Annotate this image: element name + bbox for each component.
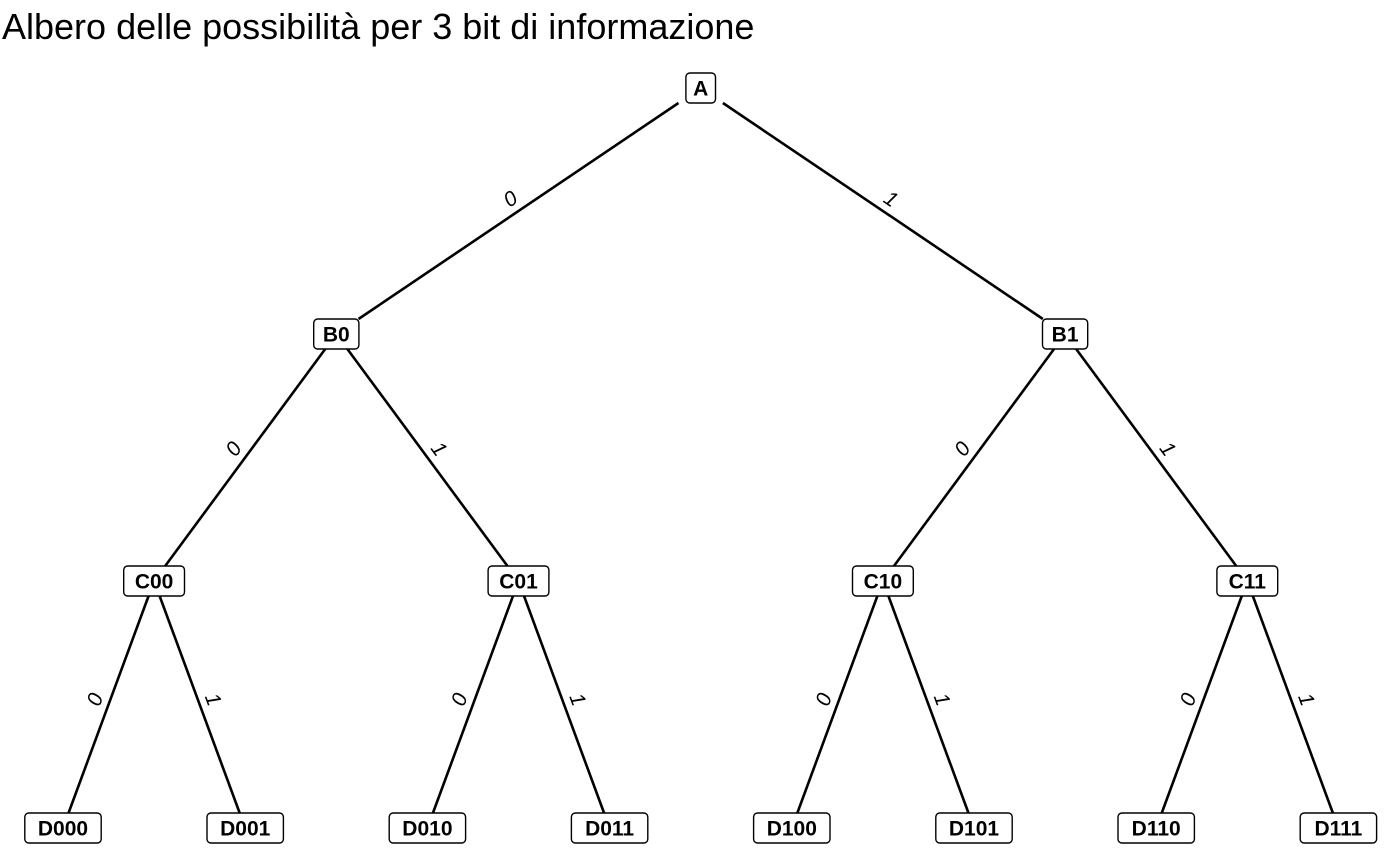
edge-C00-D001 (158, 595, 241, 814)
node-box-D011 (570, 812, 649, 844)
edge-A-B0 (357, 101, 680, 321)
edge-B0-C01 (346, 348, 509, 567)
edge-C10-D101 (887, 595, 970, 814)
edges-layer (67, 101, 1335, 814)
edge-label-C00-D000: 0 (83, 690, 109, 709)
node-label-D110: D110 (1132, 818, 1181, 841)
node-label-D111: D111 (1314, 818, 1362, 841)
node-D111: D111 (1299, 812, 1378, 844)
node-label-D011: D011 (585, 818, 634, 841)
edge-label-C01-D011: 1 (564, 690, 590, 709)
node-box-B0 (313, 318, 360, 350)
node-box-C11 (1216, 565, 1279, 597)
node-D101: D101 (935, 812, 1013, 844)
node-box-D100 (752, 812, 831, 844)
node-box-D000 (24, 812, 102, 844)
edge-B1-C11 (1075, 348, 1238, 567)
node-label-C01: C01 (499, 571, 538, 594)
node-box-D101 (935, 812, 1013, 844)
edge-label-C10-D101: 1 (929, 690, 955, 709)
edge-C01-D010 (431, 595, 515, 814)
node-box-C10 (851, 565, 914, 597)
node-label-D100: D100 (767, 818, 817, 841)
edge-label-C11-D110: 0 (1176, 690, 1202, 709)
node-label-D001: D001 (220, 818, 271, 841)
edge-label-B0-C00: 0 (221, 437, 247, 460)
edge-label-B0-C01: 1 (426, 438, 451, 461)
node-C10: C10 (851, 565, 914, 597)
node-D100: D100 (752, 812, 831, 844)
node-box-B1 (1041, 318, 1089, 350)
edge-C11-D111 (1251, 595, 1335, 814)
node-box-D110 (1117, 812, 1196, 844)
edge-B0-C00 (164, 348, 327, 567)
node-D000: D000 (24, 812, 102, 844)
edge-label-B1-C10: 0 (950, 437, 976, 460)
edge-label-C01-D010: 0 (447, 690, 473, 709)
node-label-C00: C00 (135, 571, 174, 594)
edge-label-C11-D111: 1 (1293, 690, 1319, 709)
edge-C01-D011 (522, 595, 606, 814)
node-box-D001 (206, 812, 285, 844)
node-label-B0: B0 (323, 324, 350, 347)
node-C01: C01 (487, 565, 550, 597)
node-label-C10: C10 (864, 571, 903, 594)
node-B1: B1 (1041, 318, 1089, 350)
edge-C00-D000 (67, 595, 150, 814)
node-D110: D110 (1117, 812, 1196, 844)
node-box-C00 (122, 565, 186, 597)
node-C00: C00 (122, 565, 186, 597)
edge-label-A-B0: 0 (499, 186, 522, 212)
edge-C11-D110 (1160, 595, 1243, 814)
node-A: A (685, 72, 717, 104)
edge-label-A-B1: 1 (879, 187, 902, 213)
edge-C10-D100 (796, 595, 879, 814)
node-label-A: A (693, 78, 708, 101)
node-B0: B0 (313, 318, 360, 350)
edge-label-B1-C11: 1 (1155, 438, 1180, 461)
edge-label-C10-D100: 0 (811, 690, 837, 709)
edge-label-C00-D001: 1 (200, 690, 226, 709)
node-label-D000: D000 (38, 818, 88, 841)
node-C11: C11 (1216, 565, 1279, 597)
node-D001: D001 (206, 812, 285, 844)
node-box-D010 (388, 812, 467, 844)
node-label-C11: C11 (1229, 571, 1267, 594)
edge-A-B1 (722, 101, 1044, 321)
node-label-B1: B1 (1052, 324, 1079, 347)
node-label-D101: D101 (949, 818, 1000, 841)
edge-B1-C10 (892, 348, 1056, 567)
node-D011: D011 (570, 812, 649, 844)
node-D010: D010 (388, 812, 467, 844)
node-box-D111 (1299, 812, 1378, 844)
edge-labels-layer: 0 1 0 1 0 1 0 1 0 1 0 1 0 1 (83, 186, 1319, 709)
node-box-A (685, 72, 717, 104)
node-label-D010: D010 (402, 818, 452, 841)
node-box-C01 (487, 565, 550, 597)
page-title: Albero delle possibilità per 3 bit di in… (2, 6, 755, 47)
